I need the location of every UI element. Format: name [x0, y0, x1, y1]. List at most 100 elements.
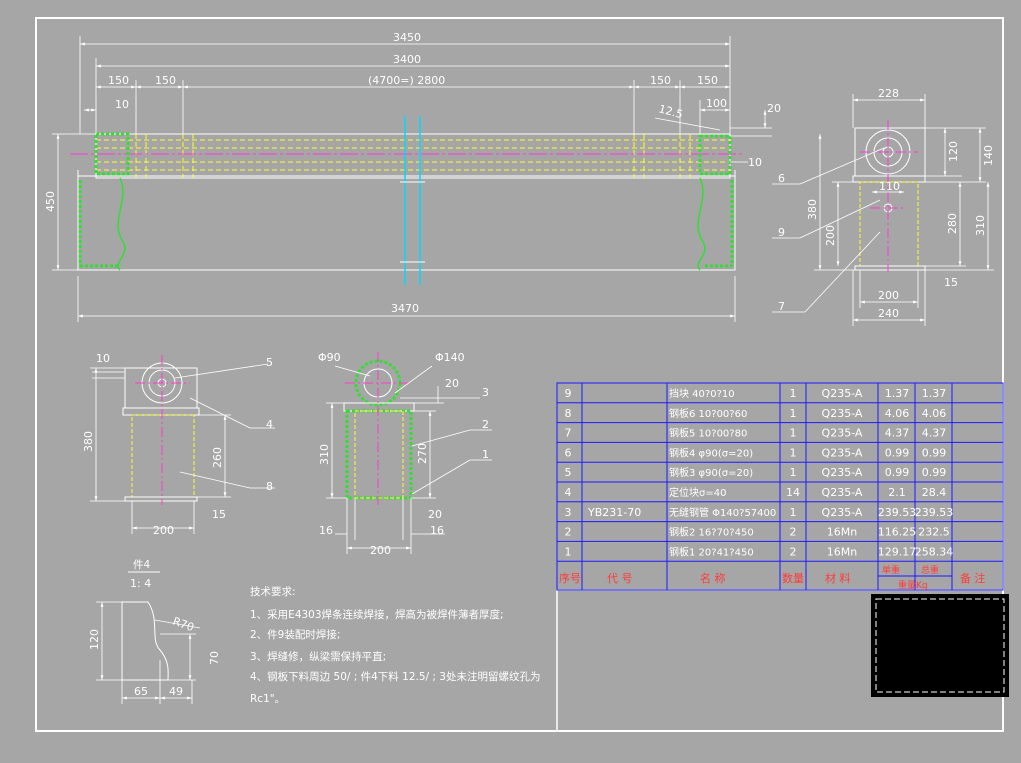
bom-cell-name: 钢板6 10?00?60: [669, 407, 747, 420]
side-dim-280: 280: [946, 213, 959, 234]
sa-dim-380: 380: [82, 431, 95, 452]
detail-title: 件4: [133, 559, 150, 571]
bom-cell-unit: 0.99: [885, 446, 910, 459]
balloon-5: 5: [266, 356, 273, 369]
front-body: [77, 175, 736, 271]
balloon-3: 3: [482, 386, 489, 399]
bom-cell-material: Q235-A: [822, 466, 863, 479]
bom-cell-name: 钢板5 10?00?80: [669, 427, 747, 440]
bom-cell-qty: 1: [790, 427, 797, 440]
sb-dim-20b: 20: [428, 508, 442, 521]
technical-notes: 技术要求: 1、采用E4303焊条连续焊接，焊高为被焊件薄者厚度; 2、件9装配…: [250, 585, 540, 705]
bom-cell-unit: 239.53: [878, 506, 917, 519]
notes-line-3: 3、焊缝修，纵梁需保持平直;: [250, 650, 386, 663]
bom-cell-no: 3: [565, 506, 572, 519]
bom-cell-qty: 1: [790, 387, 797, 400]
bom-cell-unit: 4.37: [885, 427, 910, 440]
detail-part4: 件4 1: 4 R70 120 70 65 49: [88, 559, 221, 704]
notes-line-5: Rc1"。: [250, 693, 285, 705]
bom-cell-total: 0.99: [922, 466, 947, 479]
side-dim-380: 380: [806, 199, 819, 220]
detail-dim-120: 120: [88, 629, 101, 650]
sa-dim-260: 260: [211, 447, 224, 468]
bom-cell-no: 1: [565, 545, 572, 558]
detail-dim-r70: R70: [171, 615, 196, 635]
sb-dim-200: 200: [370, 544, 391, 557]
bom-cell-unit: 4.06: [885, 407, 910, 420]
title-block-image-frame: [875, 598, 1005, 693]
bom-cell-name: 无缝钢管 Φ140?57400: [669, 506, 776, 519]
dim-3470: 3470: [391, 302, 419, 315]
dim-12-5: 12.5: [657, 102, 684, 121]
notes-line-4: 4、钢板下料周边 50/ ; 件4下料 12.5/ ; 3处未注明留螺纹孔为: [250, 670, 540, 683]
side-dim-240: 240: [878, 307, 899, 320]
title-block-image: [871, 594, 1009, 697]
detail-dim-70: 70: [208, 651, 221, 665]
front-break-right: [697, 177, 706, 271]
bom-cell-name: 钢板1 20?41?450: [669, 545, 754, 558]
dim-2800: (4700=) 2800: [368, 74, 445, 87]
section-a: 10 380 260 200 15 5 4 8: [82, 352, 275, 537]
notes-heading: 技术要求:: [250, 585, 296, 598]
bom-head-no: 序号: [559, 571, 581, 585]
bom-head-total: 总重: [921, 564, 939, 576]
bom-cell-material: Q235-A: [822, 387, 863, 400]
bom-cell-total: 1.37: [922, 387, 947, 400]
dim-100: 100: [706, 97, 727, 110]
side-dim-200v: 200: [824, 225, 837, 246]
sb-dim-16a: 16: [319, 524, 333, 537]
bom-cell-material: Q235-A: [822, 506, 863, 519]
bom-header: 序号 代 号 名 称 数量 材 料 单重 总重 重量Kg 备 注: [559, 564, 986, 591]
bom-cell-total: 239.53: [915, 506, 954, 519]
detail-profile: [121, 601, 169, 681]
bom-cell-qty: 1: [790, 446, 797, 459]
bom-cell-material: 16Mn: [827, 545, 857, 558]
detail-dim-49: 49: [169, 685, 183, 698]
bom-cell-code: YB231-70: [587, 506, 641, 519]
dim-150-c: 150: [650, 74, 671, 87]
sb-dim-16b: 16: [430, 524, 444, 537]
dim-150-a: 150: [108, 74, 129, 87]
bom-head-unit: 单重: [882, 564, 900, 576]
detail-scale: 1: 4: [130, 577, 151, 590]
bom-head-note: 备 注: [960, 571, 986, 585]
dim-3450: 3450: [393, 31, 421, 44]
bom-head-name: 名 称: [700, 571, 726, 585]
balloon-4: 4: [266, 418, 273, 431]
bom-cell-material: Q235-A: [822, 407, 863, 420]
balloon-7: 7: [778, 300, 785, 313]
front-break-left: [117, 177, 126, 271]
bom-cell-name: 钢板3 φ90(σ=20): [669, 466, 753, 479]
bom-head-weight: 重量Kg: [898, 579, 928, 591]
bom-cell-total: 4.37: [922, 427, 947, 440]
bom-cell-unit: 1.37: [885, 387, 910, 400]
dim-10: 10: [115, 98, 129, 111]
bom-head-material: 材 料: [825, 571, 851, 585]
bom-cell-qty: 2: [790, 545, 797, 558]
side-dim-120: 120: [947, 141, 960, 162]
sb-dim-270: 270: [416, 443, 429, 464]
bom-cell-no: 6: [565, 446, 572, 459]
dim-3400: 3400: [393, 53, 421, 66]
bom-cell-material: 16Mn: [827, 526, 857, 539]
dim-20: 20: [767, 102, 781, 115]
bom-cell-no: 9: [565, 387, 572, 400]
sa-dim-15: 15: [212, 508, 226, 521]
dim-10-right: 10: [748, 156, 762, 169]
front-view: 3450 3400 150 150 (4700=) 2800 150 150 1…: [44, 31, 781, 322]
side-dim-310: 310: [974, 215, 987, 236]
bom-cell-no: 4: [565, 486, 572, 499]
sb-dim-phi140: Φ140: [435, 351, 465, 364]
bom-cell-no: 7: [565, 427, 572, 440]
bom-cell-qty: 1: [790, 407, 797, 420]
balloon-9: 9: [778, 226, 785, 239]
bom-cell-no: 5: [565, 466, 572, 479]
dim-150-d: 150: [697, 74, 718, 87]
bom-cell-unit: 0.99: [885, 466, 910, 479]
bom-cell-qty: 1: [790, 466, 797, 479]
bom-cell-material: Q235-A: [822, 446, 863, 459]
detail-dim-65: 65: [134, 685, 148, 698]
bom-cell-qty: 2: [790, 526, 797, 539]
